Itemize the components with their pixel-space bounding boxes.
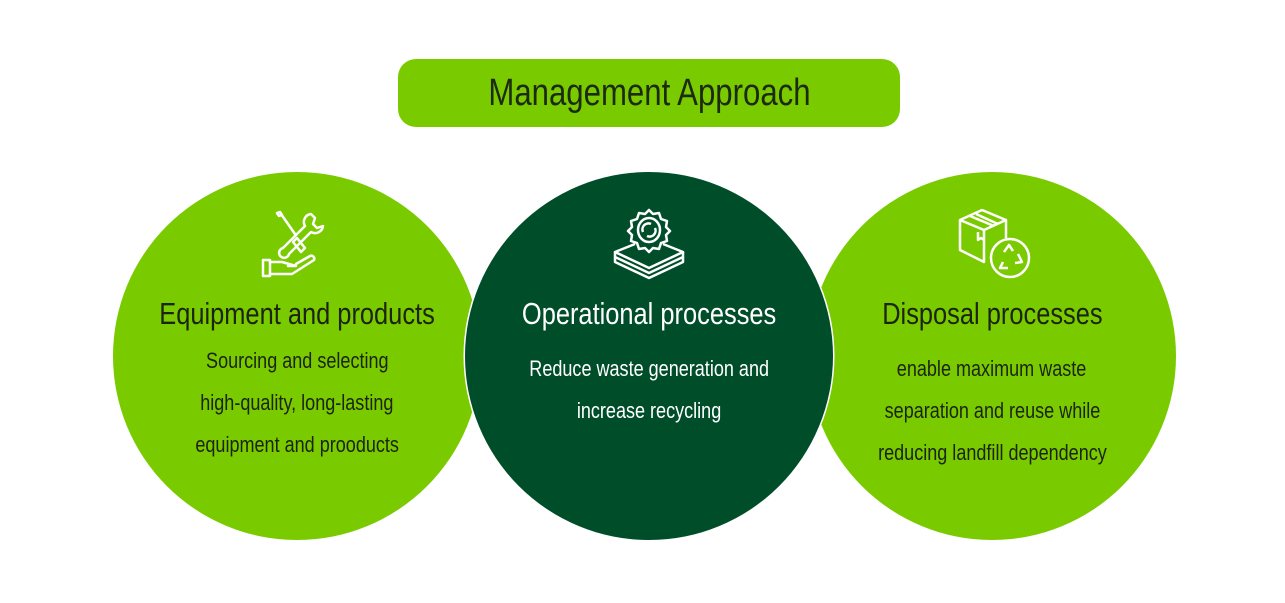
item-title: Equipment and products — [159, 296, 435, 331]
disposal-processes-circle: Disposal processes enable maximum waste … — [808, 172, 1176, 540]
gear-layers-icon — [613, 208, 685, 280]
operational-processes-circle: Operational processes Reduce waste gener… — [465, 172, 833, 540]
tools-hand-icon — [261, 210, 325, 278]
title-banner: Management Approach — [398, 59, 900, 127]
item-title: Operational processes — [521, 296, 777, 331]
box-recycle-icon — [958, 208, 1031, 279]
equipment-products-circle: Equipment and products Sourcing and sele… — [113, 172, 481, 540]
item-description: Reduce waste generation and increase rec… — [529, 356, 769, 423]
item-title: Disposal processes — [881, 296, 1103, 331]
item-description: enable maximum waste separation and reus… — [877, 356, 1107, 465]
page-title: Management Approach — [487, 71, 811, 114]
item-description: Sourcing and selecting high-quality, lon… — [195, 348, 399, 457]
